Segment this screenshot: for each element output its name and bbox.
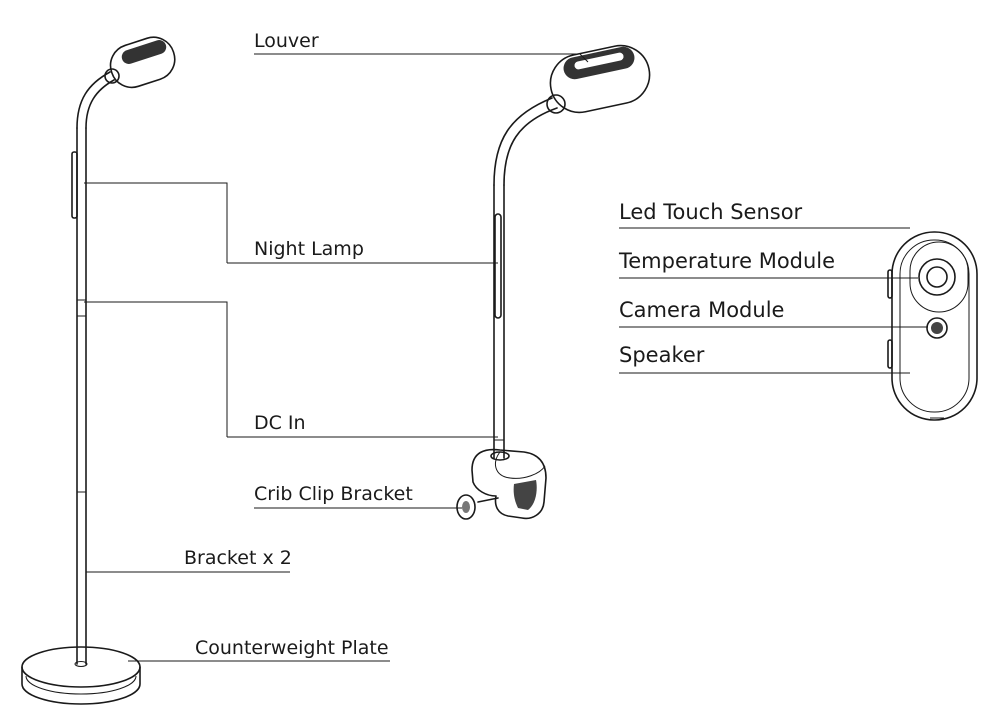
pole-shape (76, 127, 87, 665)
leader-night-lamp-left (84, 182, 228, 263)
label-led-touch-sensor: Led Touch Sensor (619, 200, 803, 224)
label-bracket-x2: Bracket x 2 (184, 547, 292, 569)
gooseneck-mid (493, 97, 558, 186)
counterweight-plate-shape (21, 646, 141, 705)
label-dc-in: DC In (254, 412, 306, 434)
night-lamp-strip-mid (494, 213, 502, 319)
label-counterweight-plate: Counterweight Plate (195, 637, 389, 659)
pole-shape-mid (493, 184, 505, 459)
floor-stand-illustration (21, 36, 176, 705)
label-camera-module: Camera Module (619, 298, 784, 322)
front-view-illustration (887, 231, 978, 421)
crib-clip-illustration (456, 44, 651, 520)
leader-lines (84, 53, 928, 662)
leader-louver (254, 53, 589, 63)
night-lamp-strip-left (71, 151, 78, 219)
part-labels: Louver Night Lamp DC In Crib Clip Bracke… (184, 30, 835, 659)
label-night-lamp: Night Lamp (254, 238, 364, 260)
leader-dc-in-left (84, 301, 228, 437)
label-louver: Louver (254, 30, 319, 52)
crib-clip-shape (456, 448, 547, 520)
lamp-head-mid (546, 44, 651, 114)
label-speaker: Speaker (619, 343, 705, 367)
label-crib-clip-bracket: Crib Clip Bracket (254, 483, 413, 505)
gooseneck-left (76, 71, 115, 129)
lamp-head-left (104, 36, 176, 89)
label-temperature-module: Temperature Module (618, 249, 835, 273)
